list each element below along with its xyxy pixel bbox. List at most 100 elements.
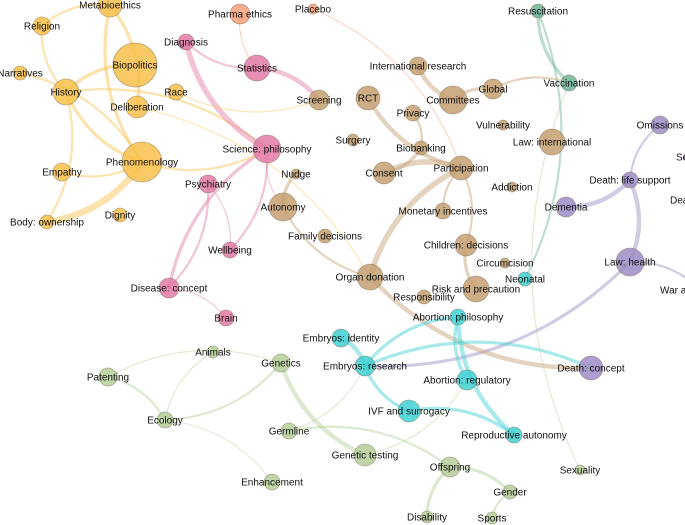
node-label-family-decisions: Family decisions bbox=[288, 232, 362, 243]
node-law-international[interactable] bbox=[538, 128, 566, 156]
node-label-sports: Sports bbox=[478, 514, 507, 525]
node-disease-concept[interactable] bbox=[158, 277, 180, 299]
node-ivf-and-surrogacy[interactable] bbox=[397, 399, 421, 423]
node-pharma-ethics[interactable] bbox=[229, 3, 251, 25]
node-biobanking[interactable] bbox=[413, 140, 429, 156]
node-label-embryos-identity: Embryos: identity bbox=[303, 334, 380, 345]
node-label-germline: Germline bbox=[269, 427, 310, 438]
node-monetary-incentives[interactable] bbox=[434, 202, 452, 220]
node-family-decisions[interactable] bbox=[317, 228, 333, 244]
edge-resuscitation-vaccination bbox=[536, 9, 571, 85]
node-religion[interactable] bbox=[32, 16, 52, 36]
node-rct[interactable] bbox=[355, 85, 381, 111]
node-death-life-support[interactable] bbox=[621, 171, 639, 189]
node-label-religion: Religion bbox=[24, 22, 60, 33]
edge-patenting-genetics bbox=[107, 349, 282, 378]
node-label-screening: Screening bbox=[296, 96, 341, 107]
node-omissions[interactable] bbox=[650, 115, 670, 135]
edge-ecology-genetics bbox=[163, 361, 283, 422]
node-autonomy[interactable] bbox=[268, 192, 298, 222]
edge-germline-embryos-research bbox=[288, 365, 366, 432]
node-embryos-research[interactable] bbox=[354, 355, 376, 377]
node-diagnosis[interactable] bbox=[177, 33, 195, 51]
node-genetics[interactable] bbox=[271, 353, 291, 373]
node-germline[interactable] bbox=[280, 422, 298, 440]
edge-diagnosis-science-philosophy bbox=[183, 39, 270, 152]
node-embryos-identity[interactable] bbox=[331, 328, 351, 348]
node-ecology[interactable] bbox=[156, 411, 174, 429]
node-screening[interactable] bbox=[308, 89, 330, 111]
node-label-participation: Participation bbox=[433, 164, 488, 175]
node-surgery[interactable] bbox=[346, 133, 360, 147]
node-risk-and-precaution[interactable] bbox=[462, 275, 490, 303]
node-abortion-regulatory[interactable] bbox=[456, 369, 478, 391]
node-label-genetics: Genetics bbox=[261, 359, 300, 370]
node-label-ecology: Ecology bbox=[147, 416, 183, 427]
node-placebo[interactable] bbox=[307, 3, 319, 15]
node-label-privacy: Privacy bbox=[397, 109, 430, 120]
node-psychiatry[interactable] bbox=[198, 174, 218, 194]
node-sexuality[interactable] bbox=[574, 464, 586, 476]
node-biopolitics[interactable] bbox=[112, 42, 158, 88]
node-abortion-philosophy[interactable] bbox=[449, 308, 467, 326]
node-enhancement[interactable] bbox=[263, 473, 281, 491]
node-addiction[interactable] bbox=[506, 181, 518, 193]
edge-ivf-and-surrogacy-reproductive-autonomy bbox=[407, 406, 516, 437]
node-label-reproductive-autonomy: Reproductive autonomy bbox=[461, 431, 567, 442]
node-label-empathy: Empathy bbox=[42, 168, 81, 179]
node-race[interactable] bbox=[167, 83, 185, 101]
node-wellbeing[interactable] bbox=[221, 241, 239, 259]
node-resuscitation[interactable] bbox=[530, 3, 546, 19]
node-label-body-ownership: Body: ownership bbox=[10, 218, 84, 229]
node-children-decisions[interactable] bbox=[454, 233, 478, 257]
node-body-ownership[interactable] bbox=[39, 214, 55, 230]
node-label-omissions: Omissions bbox=[637, 121, 684, 132]
edge-law-health-embryos-research bbox=[363, 260, 632, 368]
node-science-philosophy[interactable] bbox=[252, 134, 282, 164]
node-consent[interactable] bbox=[372, 161, 396, 185]
node-participation[interactable] bbox=[448, 155, 474, 181]
node-label-sexuality: Sexuality bbox=[560, 466, 601, 477]
node-law-health[interactable] bbox=[615, 247, 645, 277]
node-statistics[interactable] bbox=[243, 54, 271, 82]
node-responsibility[interactable] bbox=[416, 289, 432, 305]
node-label-dea: Dea bbox=[670, 196, 685, 207]
node-disability[interactable] bbox=[420, 510, 434, 524]
node-patenting[interactable] bbox=[98, 367, 118, 387]
node-narratives[interactable] bbox=[12, 65, 28, 81]
node-dignity[interactable] bbox=[112, 207, 128, 223]
edge-placebo-participation bbox=[312, 8, 462, 169]
node-gender[interactable] bbox=[502, 484, 518, 500]
node-label-surgery: Surgery bbox=[335, 136, 370, 147]
node-neonatal[interactable] bbox=[517, 271, 533, 287]
node-deliberation[interactable] bbox=[125, 95, 149, 119]
node-label-diagnosis: Diagnosis bbox=[164, 38, 208, 49]
node-vaccination[interactable] bbox=[560, 74, 578, 92]
node-vulnerability[interactable] bbox=[497, 119, 509, 131]
node-dementia[interactable] bbox=[555, 196, 577, 218]
node-death-concept[interactable] bbox=[578, 355, 604, 381]
edge-animals-ecology bbox=[164, 351, 214, 421]
node-committees[interactable] bbox=[438, 85, 468, 115]
node-genetic-testing[interactable] bbox=[353, 443, 377, 467]
node-phenomenology[interactable] bbox=[121, 141, 163, 183]
node-empathy[interactable] bbox=[52, 162, 72, 182]
node-privacy[interactable] bbox=[404, 104, 422, 122]
node-nudge[interactable] bbox=[290, 168, 302, 180]
node-brain[interactable] bbox=[217, 309, 235, 327]
edge-embryos-research-abortion-philosophy bbox=[363, 315, 460, 368]
node-organ-donation[interactable] bbox=[356, 263, 384, 291]
node-global[interactable] bbox=[482, 78, 504, 100]
node-history[interactable] bbox=[52, 78, 80, 106]
node-label-deliberation: Deliberation bbox=[110, 103, 163, 114]
node-sports[interactable] bbox=[485, 511, 499, 525]
node-circumcision[interactable] bbox=[499, 257, 511, 269]
node-label-committees: Committees bbox=[426, 96, 479, 107]
edge-rct-participation bbox=[365, 95, 464, 171]
node-metabioethics[interactable] bbox=[97, 0, 123, 18]
node-offspring[interactable] bbox=[439, 456, 461, 478]
node-reproductive-autonomy[interactable] bbox=[505, 426, 523, 444]
node-animals[interactable] bbox=[206, 345, 220, 359]
node-international-research[interactable] bbox=[408, 56, 428, 76]
